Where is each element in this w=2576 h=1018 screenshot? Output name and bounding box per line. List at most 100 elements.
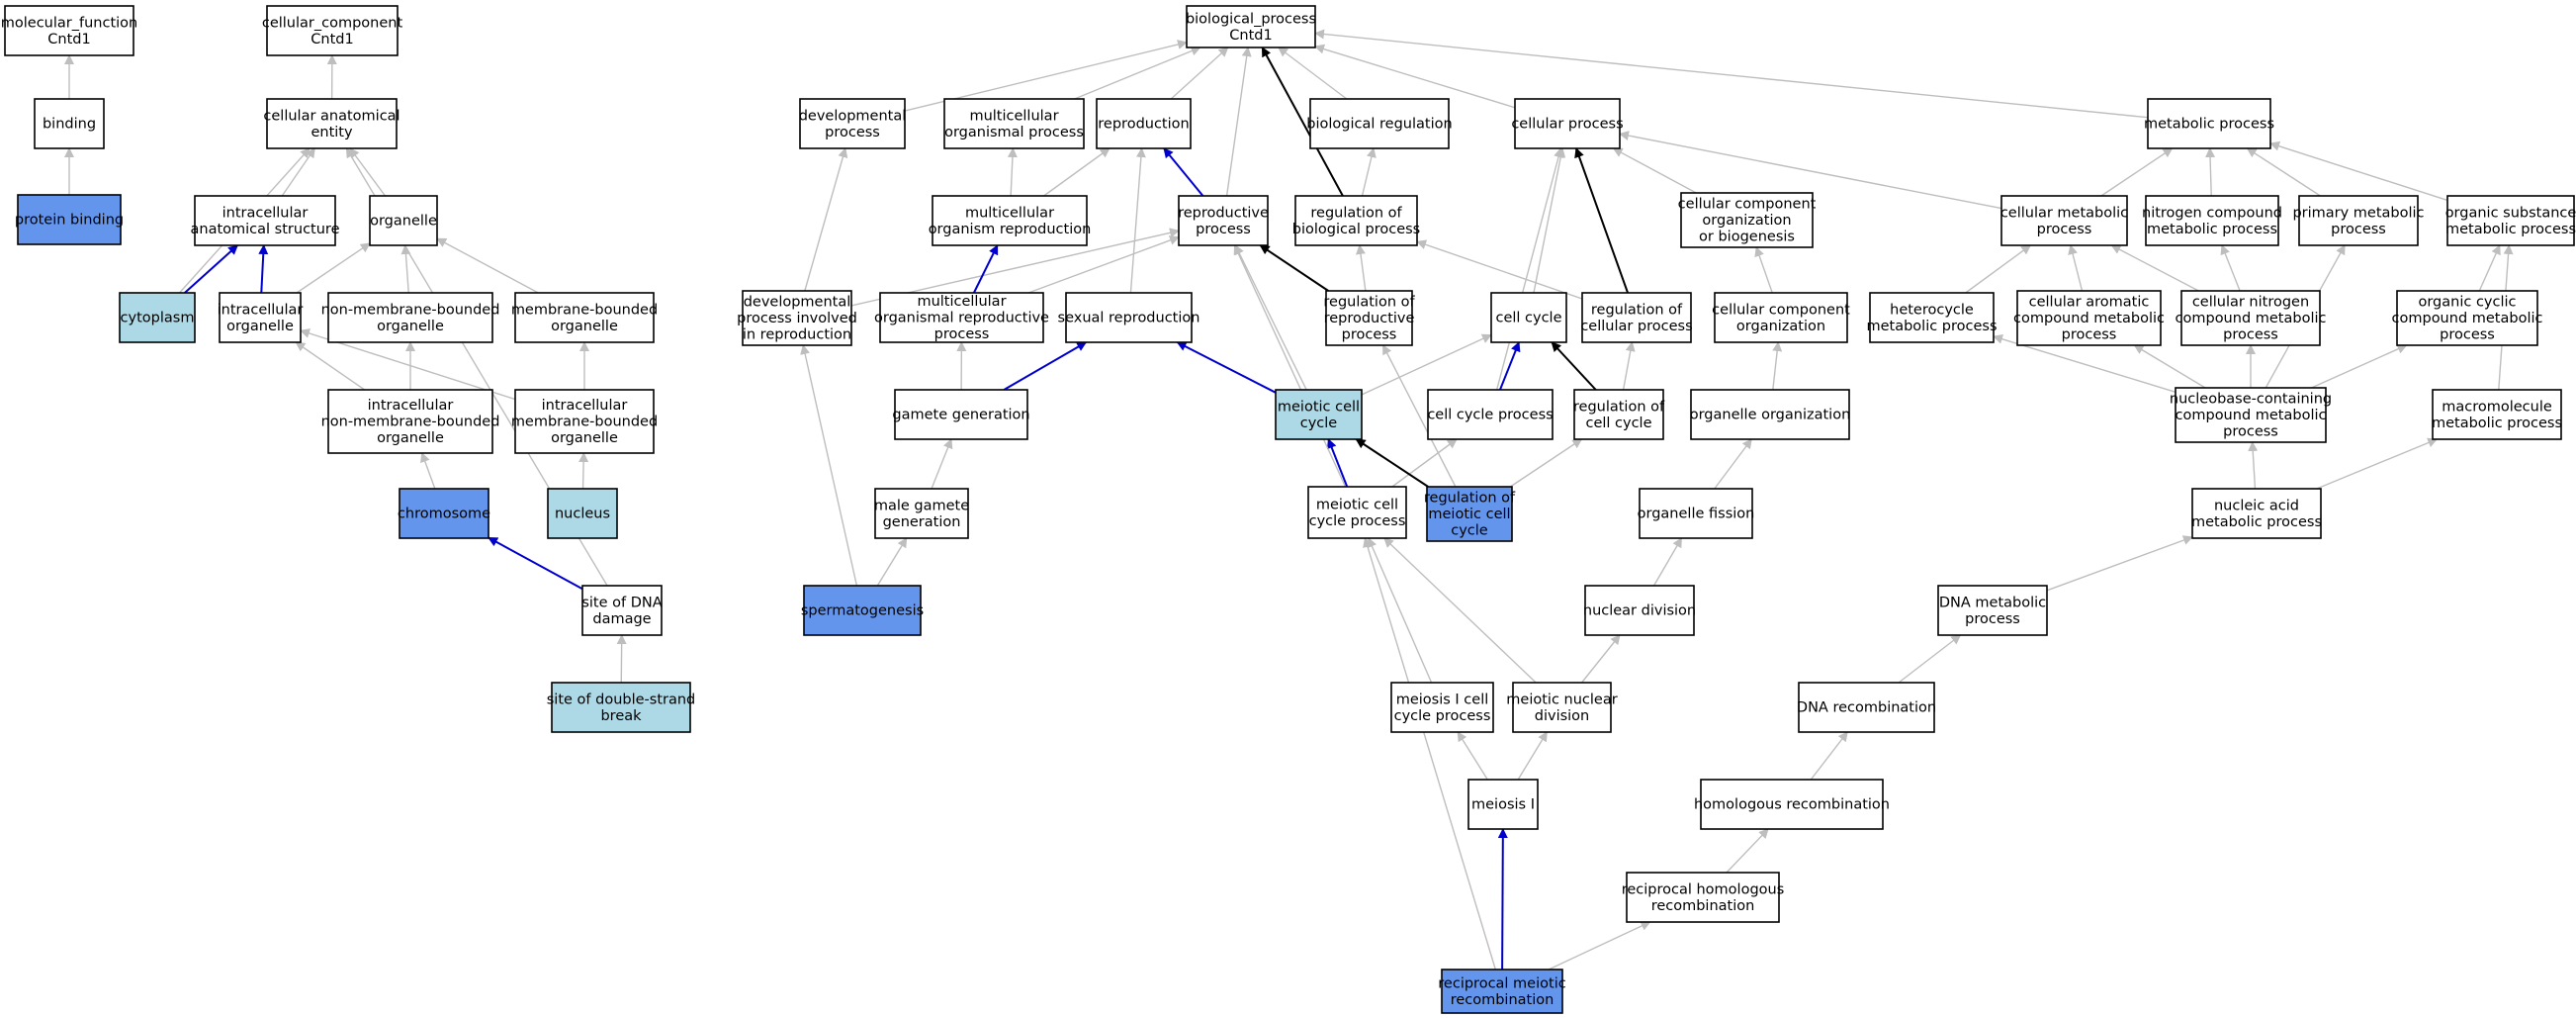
node-nuclear-division[interactable]: nuclear division — [1583, 585, 1696, 636]
node-box — [742, 290, 852, 346]
node-reproduction[interactable]: reproduction — [1096, 98, 1192, 149]
edge-reciprocal-meiotic-recombination-to-meiotic-cell-cycle-process — [1363, 537, 1497, 971]
node-metabolic-process[interactable]: metabolic process — [2144, 98, 2274, 149]
edge-cell-cycle-process-to-cellular-process — [1495, 147, 1563, 391]
node-protein-binding[interactable]: protein binding — [15, 194, 124, 245]
node-label-line: process — [2331, 222, 2386, 237]
node-binding[interactable]: binding — [34, 98, 105, 149]
node-chromosome[interactable]: chromosome — [398, 488, 490, 539]
node-label-line: recombination — [1451, 992, 1554, 1008]
node-label-line: organization — [1702, 213, 1791, 229]
node-label-line: process — [1965, 611, 2020, 627]
node-cell-cycle-process[interactable]: cell cycle process — [1427, 389, 1554, 440]
edge-organelle-to-cellular-anatomical-entity — [349, 147, 387, 197]
edge-metabolic-process-to-biological-process — [1314, 29, 2149, 119]
edge-reproductive-process-to-biological-process — [1225, 46, 1252, 197]
edge-multicellular-organism-reproduction-to-multicellular-organismal-process — [1007, 147, 1018, 197]
node-box — [1690, 389, 1850, 440]
node-label-line: division — [1535, 708, 1590, 724]
edge-heterocycle-metabolic-process-to-cellular-metabolic-process — [1965, 244, 2032, 294]
node-cellular-process[interactable]: cellular process — [1511, 98, 1624, 149]
node-sexual-reproduction[interactable]: sexual reproduction — [1058, 292, 1200, 343]
node-homologous-recombination[interactable]: homologous recombination — [1694, 779, 1890, 830]
node-nucleus[interactable]: nucleus — [547, 488, 618, 539]
edge-regulation-of-cell-cycle-to-regulation-of-cellular-process — [1622, 341, 1636, 391]
node-label-line: intracellular — [542, 398, 628, 414]
node-spermatogenesis[interactable]: spermatogenesis — [801, 585, 924, 636]
edge-meiotic-cell-cycle-to-cell-cycle — [1361, 333, 1492, 396]
node-box — [1390, 682, 1494, 733]
node-label-line: organelle — [551, 319, 618, 334]
node-cytoplasm[interactable]: cytoplasm — [119, 292, 196, 343]
edge-organic-substance-metabolic-process-to-metabolic-process — [2269, 140, 2448, 202]
node-box — [266, 98, 398, 149]
edge-regulation-of-reproductive-process-to-regulation-of-biological-process — [1356, 244, 1367, 292]
node-cell-cycle[interactable]: cell cycle — [1490, 292, 1567, 343]
node-label-line: meiosis I cell — [1396, 692, 1489, 707]
node-meiosis-i[interactable]: meiosis I — [1467, 779, 1539, 830]
node-label-line: intracellular — [218, 302, 304, 318]
node-label-line: meiotic cell — [1278, 399, 1360, 415]
edge-regulation-of-cell-cycle-to-cell-cycle — [1551, 341, 1597, 391]
node-label-line: cellular component — [1678, 197, 1817, 213]
node-label-line: DNA metabolic — [1939, 595, 2046, 610]
node-biological-regulation[interactable]: biological regulation — [1306, 98, 1453, 149]
node-box — [2446, 195, 2575, 246]
node-dna-recombination[interactable]: DNA recombination — [1797, 682, 1936, 733]
edge-intracellular-organelle-to-intracellular-anatomical-structure — [258, 244, 269, 294]
node-label-line: developmental — [744, 295, 851, 311]
node-intracellular-non-membrane-bounded-organelle[interactable]: intracellularnon-membrane-boundedorganel… — [321, 389, 500, 454]
node-organelle-fission[interactable]: organelle fission — [1638, 488, 1755, 539]
node-label-line: compound metabolic — [2392, 311, 2543, 326]
node-organelle[interactable]: organelle — [369, 195, 438, 246]
node-label-line: process involved — [737, 311, 857, 326]
node-organelle-organization[interactable]: organelle organization — [1690, 389, 1851, 440]
edge-nitrogen-compound-metabolic-process-to-metabolic-process — [2205, 147, 2216, 197]
node-gamete-generation[interactable]: gamete generation — [892, 389, 1030, 440]
